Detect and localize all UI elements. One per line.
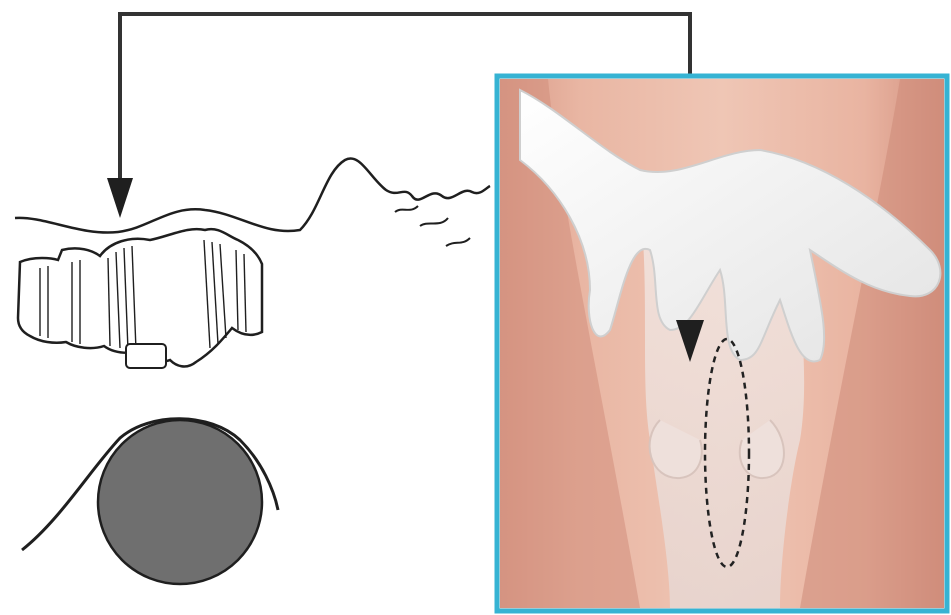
trachea-lateral-drawing: [15, 158, 490, 368]
contour-squiggle: [395, 206, 470, 246]
arrow-down-icon: [107, 178, 133, 218]
cricoid-notch: [126, 344, 166, 368]
anatomical-illustration: [497, 76, 947, 611]
trachea-cross-section: [22, 419, 278, 584]
skin-contour-line: [15, 158, 490, 232]
cross-section-circle: [98, 420, 262, 584]
